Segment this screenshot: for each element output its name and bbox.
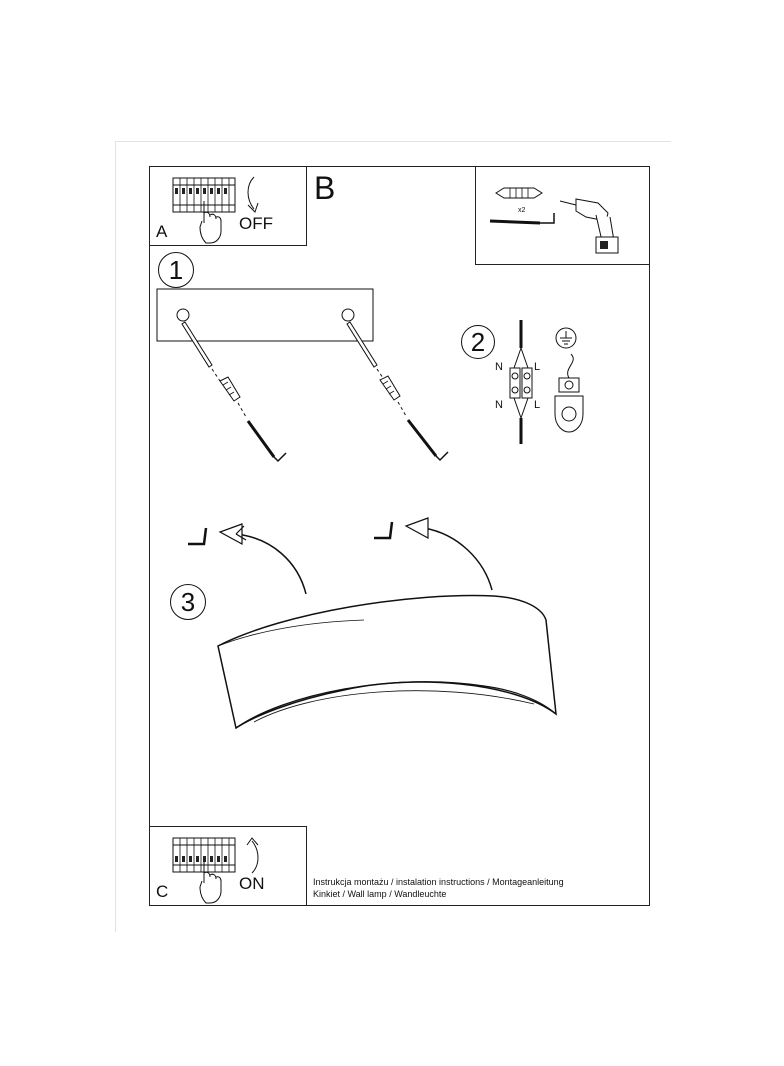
step-1-illustration (156, 288, 386, 463)
panel-b-letter: B (314, 170, 336, 206)
step-3-hooks (188, 517, 493, 595)
tools-box: x2 (475, 166, 650, 265)
terminal-block-icon (509, 320, 533, 444)
panel-c-letter: C (156, 882, 169, 901)
footer-line-2: Kinkiet / Wall lamp / Wandleuchte (313, 889, 447, 899)
mounting-plate (156, 288, 374, 342)
footer-line-1: Instrukcja montażu / instalation instruc… (313, 877, 564, 887)
step-3-marker: 3 (170, 584, 206, 620)
panel-a: OFF A (149, 166, 307, 246)
step-2-marker: 2 (461, 325, 495, 359)
panel-c: ON C (149, 826, 307, 906)
wire-label-l-bottom: L (534, 399, 541, 411)
wire-label-n-bottom: N (495, 399, 503, 411)
ground-clamp-icon (554, 353, 584, 433)
panel-c-action: ON (239, 874, 265, 893)
step-2-number: 2 (470, 326, 486, 357)
wall-plug-icon (495, 187, 543, 199)
drill-icon (559, 198, 619, 254)
panel-a-action: OFF (239, 214, 273, 233)
arrow-up-icon (246, 837, 259, 874)
step-1-number: 1 (168, 254, 184, 285)
wall-lamp-icon (217, 594, 557, 730)
page-sheet (115, 141, 671, 932)
wire-label-n-top: N (495, 361, 503, 373)
screw-hook-icon (489, 213, 555, 225)
hand-icon (199, 861, 222, 904)
ground-symbol-icon (555, 327, 577, 349)
screw-count: x2 (518, 207, 526, 214)
panel-a-letter: A (156, 222, 168, 241)
breaker-panel-icon (172, 177, 236, 213)
hand-icon (199, 201, 222, 244)
instruction-frame (149, 166, 650, 906)
wire-label-l-top: L (534, 361, 541, 373)
left-fixing (181, 321, 287, 463)
step-1-marker: 1 (158, 252, 194, 288)
step-3-number: 3 (180, 586, 196, 617)
curved-arrow-icon (235, 533, 307, 595)
arrow-down-icon (247, 176, 259, 213)
right-fixing-lower (379, 375, 449, 462)
mounting-hook-icon (188, 527, 208, 546)
